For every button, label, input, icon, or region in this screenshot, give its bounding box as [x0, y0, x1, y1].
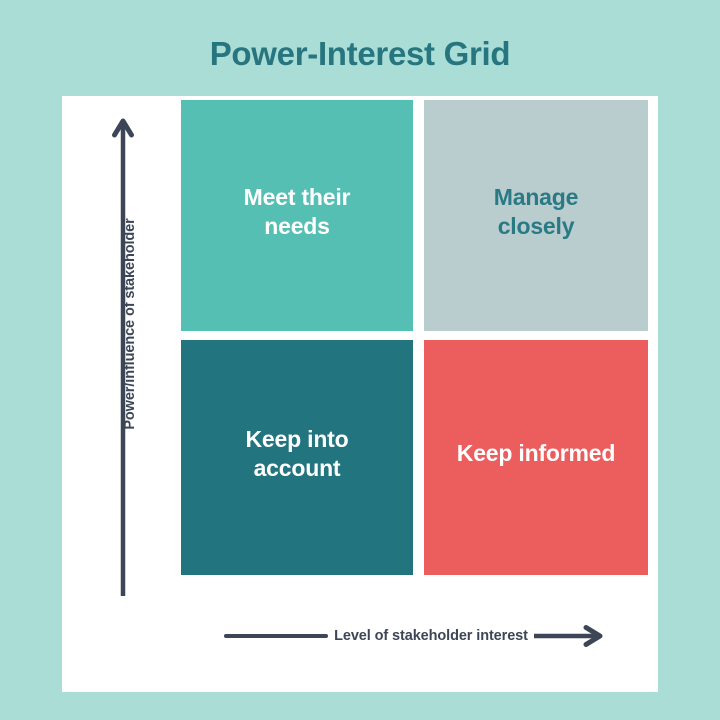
quadrant-label: Keep into account [245, 426, 349, 481]
quadrant-meet-their-needs[interactable]: Meet their needs [181, 100, 413, 331]
grid-card: Power/influence of stakeholder Meet thei… [62, 96, 658, 692]
quadrant-label: Keep informed [456, 440, 616, 467]
x-axis-label: Level of stakeholder interest [334, 628, 528, 644]
y-axis-label: Power/influence of stakeholder [122, 218, 138, 430]
x-axis: Level of stakeholder interest [172, 611, 658, 661]
page-title: Power-Interest Grid [209, 35, 511, 72]
x-axis-line [224, 634, 329, 638]
quadrant-manage-closely[interactable]: Manage closely [424, 100, 648, 331]
arrow-up-icon [112, 118, 134, 596]
y-axis: Power/influence of stakeholder [62, 96, 172, 596]
quadrant-label: Meet their needs [243, 184, 351, 239]
arrow-right-icon [533, 625, 603, 647]
quadrant-keep-informed[interactable]: Keep informed [424, 340, 648, 575]
quadrant-keep-into-account[interactable]: Keep into account [181, 340, 413, 575]
quadrant-label: Manage closely [493, 184, 579, 239]
